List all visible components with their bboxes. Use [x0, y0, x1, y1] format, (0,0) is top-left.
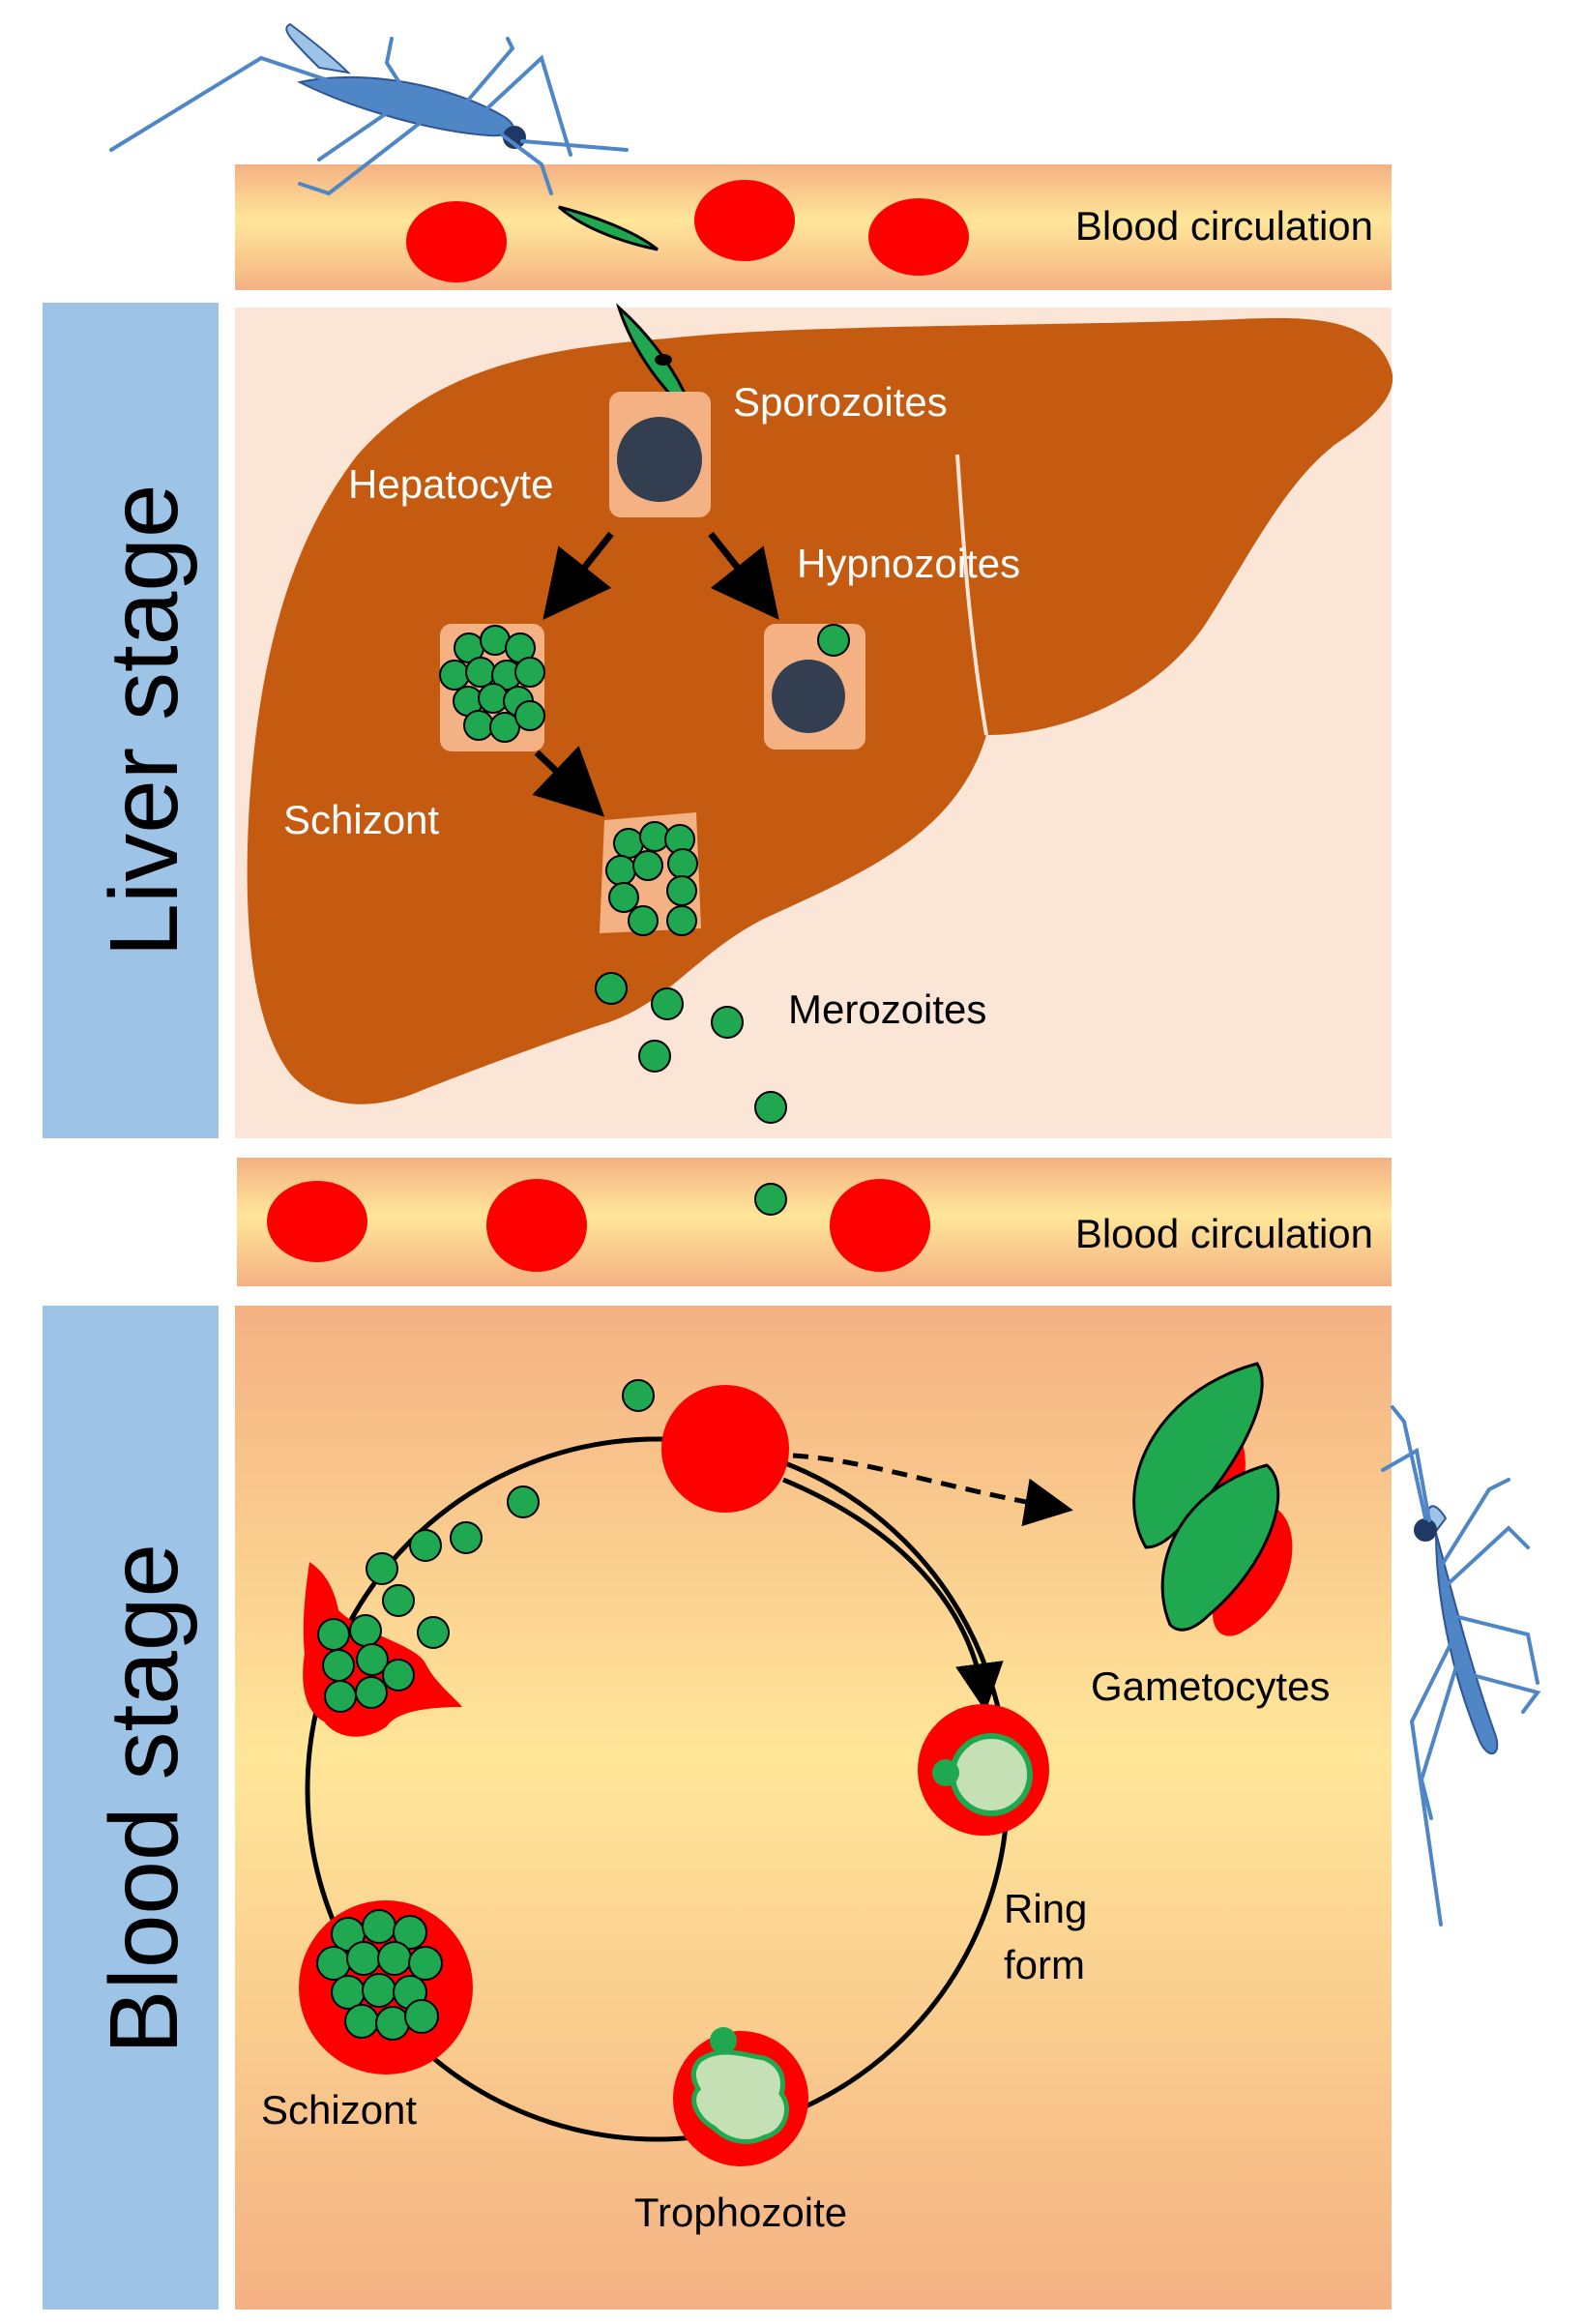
- gametocytes-label: Gametocytes: [1091, 1663, 1330, 1709]
- merozoite-icon: [595, 972, 787, 1124]
- liver-lobe-line: [955, 454, 988, 736]
- blood-circulation-band-top: Blood circulation: [235, 164, 1392, 290]
- liver-stage-tab: Liver stage: [43, 303, 219, 1138]
- red-blood-cell-icon: [661, 1385, 789, 1513]
- mosquito-icon: [1381, 1405, 1541, 1927]
- red-blood-cell-icon: [486, 1179, 587, 1272]
- arrow-icon: [542, 531, 614, 620]
- merozoite-icon: [622, 1379, 655, 1412]
- merozoite-icon: [754, 1183, 787, 1216]
- red-blood-cell-icon: [830, 1179, 930, 1272]
- ring-form-cell: [918, 1704, 1049, 1836]
- ring-form-label-line2: form: [1004, 1942, 1085, 1987]
- red-blood-cell-icon: [267, 1181, 367, 1262]
- arrow-icon: [782, 1477, 1004, 1712]
- rupturing-hepatocyte: [600, 812, 701, 936]
- hepatocyte-label: Hepatocyte: [348, 461, 553, 507]
- gametocyte-cells: [1132, 1362, 1293, 1636]
- rupturing-red-blood-cell: [303, 1486, 540, 1737]
- liver-schizont-label: Schizont: [283, 797, 439, 842]
- trophozoite-label: Trophozoite: [634, 2190, 847, 2235]
- blood-stage-tab: Blood stage: [43, 1306, 219, 2309]
- trophozoite-cell: [673, 2027, 808, 2166]
- blood-schizont-label: Schizont: [261, 2087, 417, 2133]
- hypnozoite-cell: [764, 624, 865, 750]
- blood-stage-panel: Gametocytes Ring form Trophozoite Schizo…: [235, 1306, 1392, 2309]
- hypnozoites-label: Hypnozoites: [797, 541, 1020, 586]
- red-blood-cell-icon: [694, 180, 795, 261]
- blood-stage-label: Blood stage: [90, 1544, 198, 2054]
- hepatocyte-cell: [609, 392, 711, 517]
- blood-schizont-cell: [299, 1900, 473, 2074]
- merozoites-label: Merozoites: [788, 986, 986, 1032]
- blood-circulation-label-mid: Blood circulation: [1075, 1211, 1373, 1256]
- blood-circulation-label-top: Blood circulation: [1075, 203, 1373, 249]
- red-blood-cell-icon: [868, 198, 969, 276]
- sporozoite-nucleus: [655, 354, 672, 366]
- arrow-icon: [708, 531, 779, 620]
- mosquito-icon: [109, 22, 629, 196]
- sporozoite-icon: [558, 205, 659, 251]
- arrow-icon: [532, 746, 605, 817]
- blood-circulation-band-mid: Blood circulation: [237, 1158, 1392, 1286]
- sporozoites-label: Sporozoites: [733, 379, 948, 425]
- ring-form-label-line1: Ring: [1004, 1886, 1087, 1931]
- red-blood-cell-icon: [406, 201, 507, 282]
- liver-stage-label: Liver stage: [90, 484, 198, 956]
- arrow-icon: [792, 1453, 1073, 1527]
- liver-schizont-cell: [439, 624, 545, 751]
- liver-stage-panel: Sporozoites Hepatocyte Hypnozoites Schiz…: [235, 303, 1393, 1138]
